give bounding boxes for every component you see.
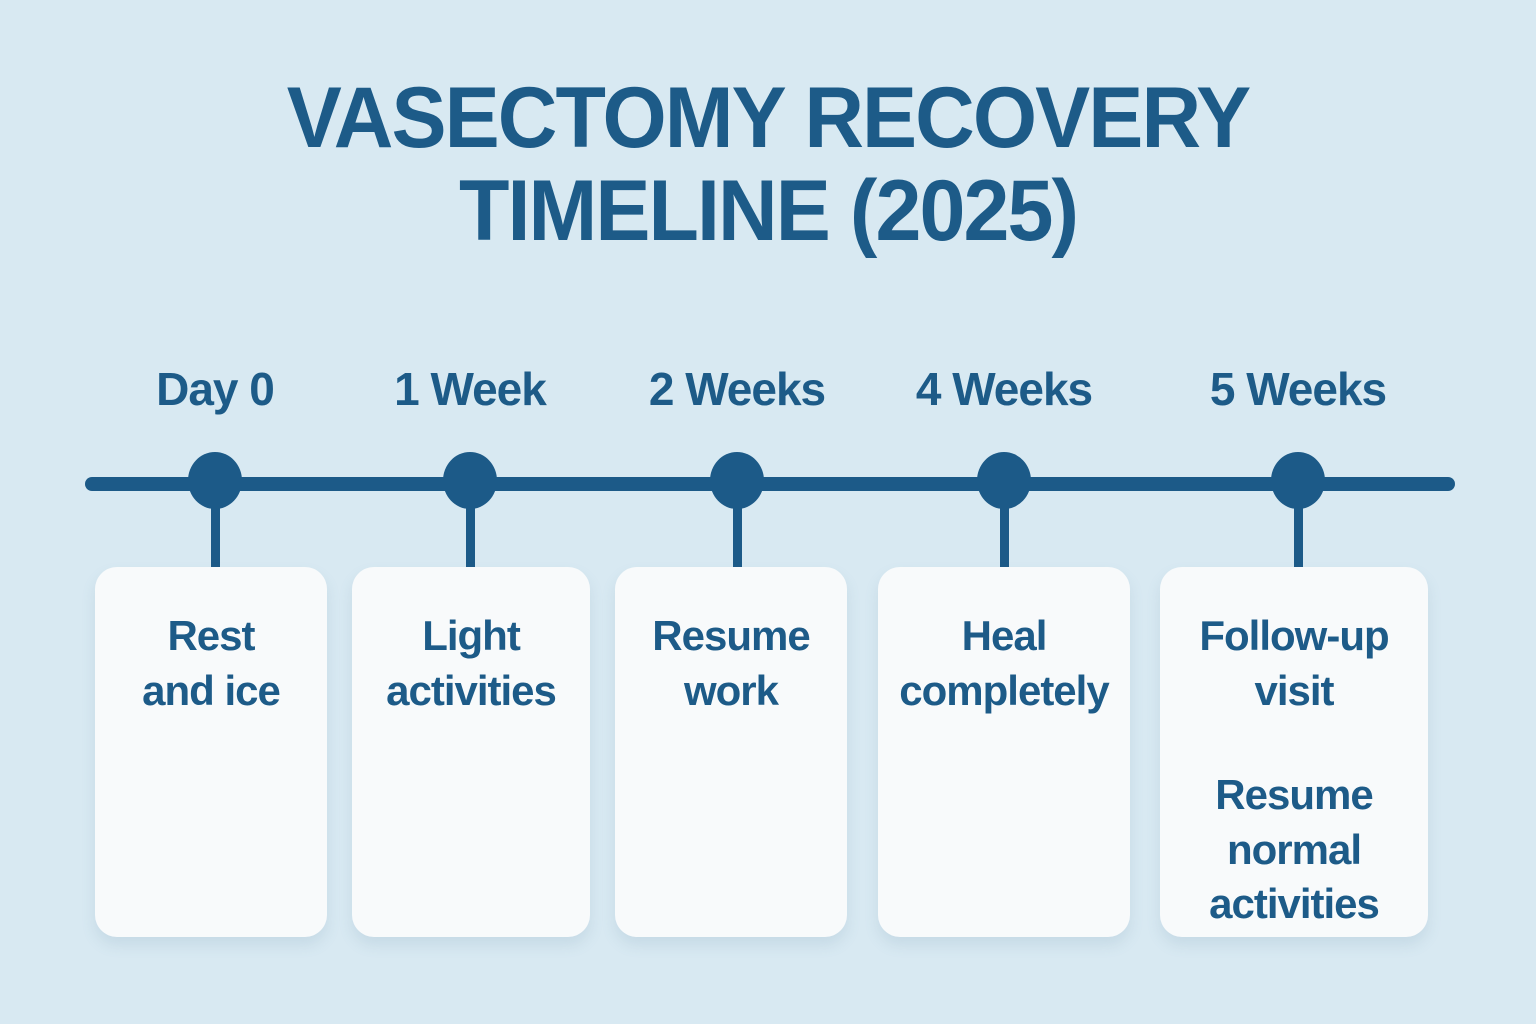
page-title: VASECTOMY RECOVERY TIMELINE (2025)	[286, 70, 1251, 259]
timeline-dot	[443, 452, 497, 509]
milestone-label: 5 Weeks	[1209, 363, 1387, 415]
milestone-label: Day 0	[156, 363, 275, 415]
timeline-card-heal-completely: Heal completely	[878, 567, 1130, 937]
card-description: Follow-up visit	[1199, 612, 1389, 714]
timeline-dot	[977, 452, 1031, 509]
timeline-card-resume-work: Resume work	[615, 567, 847, 937]
milestone-label: 1 Week	[394, 363, 547, 415]
connector-stem	[210, 498, 220, 568]
connector-stem	[1293, 498, 1303, 568]
timeline-dot	[1271, 452, 1325, 509]
timeline-card-follow-up-visit: Follow-up visit Resume normal activities	[1160, 567, 1428, 937]
timeline-dot	[188, 452, 242, 509]
connector-stem	[999, 498, 1009, 568]
milestone-label: 2 Weeks	[648, 363, 826, 415]
timeline-card-rest-and-ice: Rest and ice	[95, 567, 327, 937]
card-description: Light activities	[386, 612, 557, 714]
card-description: Rest and ice	[142, 612, 281, 714]
card-description: Resume work	[652, 612, 810, 714]
timeline-card-light-activities: Light activities	[352, 567, 590, 937]
timeline-line	[85, 477, 1455, 491]
card-description: Heal completely	[899, 612, 1109, 714]
connector-stem	[732, 498, 742, 568]
connector-stem	[465, 498, 475, 568]
timeline-dot	[710, 452, 764, 509]
card-secondary-description: Resume normal activities	[1209, 771, 1380, 928]
milestone-label: 4 Weeks	[915, 363, 1093, 415]
